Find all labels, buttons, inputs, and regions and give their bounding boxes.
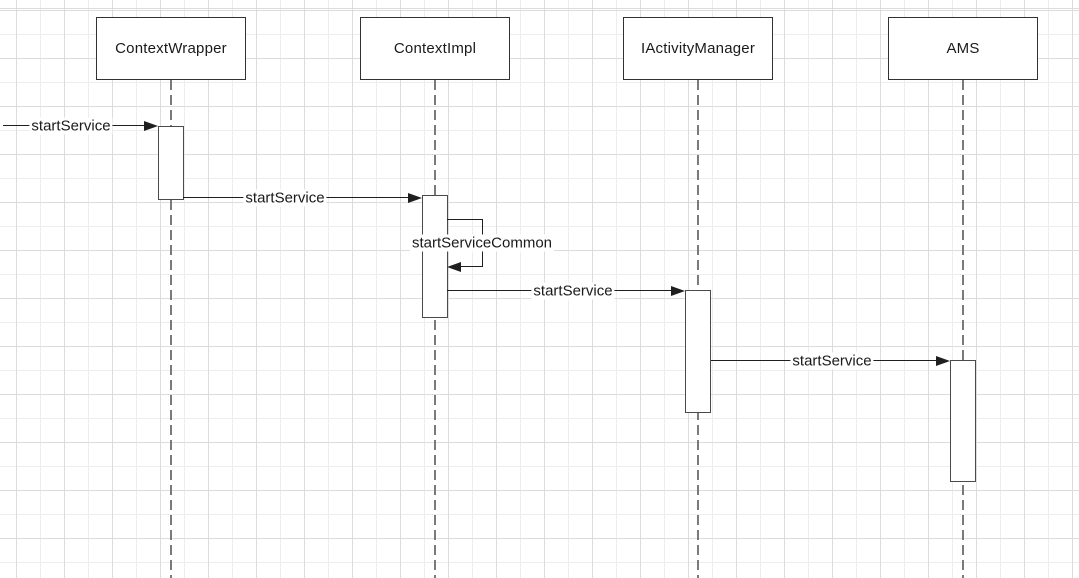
arrowhead-icon	[144, 121, 158, 131]
lifeline-contextimpl	[434, 80, 436, 578]
self-call-top-line[interactable]	[447, 219, 483, 220]
arrowhead-icon	[936, 356, 950, 366]
arrowhead-icon	[671, 286, 685, 296]
lifeline-contextwrapper	[170, 80, 172, 578]
message-label-4[interactable]: startService	[531, 282, 615, 300]
message-label-3[interactable]: startServiceCommon	[409, 234, 555, 252]
actor-iactivitymanager[interactable]: IActivityManager	[623, 17, 773, 80]
message-label-5[interactable]: startService	[790, 352, 874, 370]
actor-label: IActivityManager	[640, 40, 756, 57]
actor-contextwrapper[interactable]: ContextWrapper	[96, 17, 246, 80]
message-label-1[interactable]: startService	[29, 117, 113, 135]
actor-contextimpl[interactable]: ContextImpl	[360, 17, 510, 80]
actor-label: ContextWrapper	[115, 40, 227, 57]
activation-contextimpl[interactable]	[422, 195, 448, 318]
activation-contextwrapper[interactable]	[158, 126, 184, 200]
activation-ams[interactable]	[950, 360, 976, 482]
actor-label: AMS	[946, 40, 980, 57]
arrowhead-icon	[447, 262, 461, 272]
lifeline-ams	[962, 80, 964, 578]
actor-label: ContextImpl	[393, 40, 477, 57]
message-label-2[interactable]: startService	[243, 189, 327, 207]
activation-iactivitymanager[interactable]	[685, 290, 711, 413]
self-call-return-line[interactable]	[461, 266, 483, 267]
arrowhead-icon	[408, 193, 422, 203]
actor-ams[interactable]: AMS	[888, 17, 1038, 80]
